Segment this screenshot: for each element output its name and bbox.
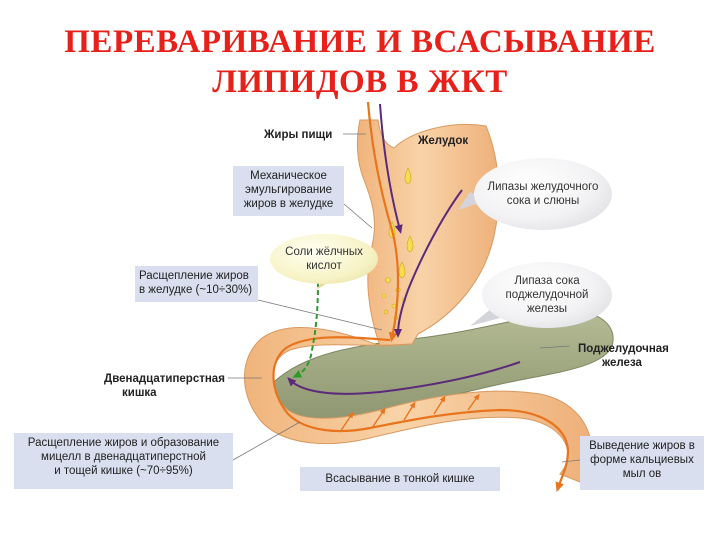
bubble-line: кислот: [306, 260, 342, 272]
bubble-pancreatic-lipase: Липаза сока поджелудочной железы: [482, 262, 612, 328]
bubble-line: Соли жёлчных: [285, 246, 363, 258]
label-duodenum-line1: Двенадцатиперстная: [104, 373, 225, 385]
stomach-shape: [356, 119, 500, 347]
box-stomach-splitting: Расщепление жиров в желудке (~10÷30%): [135, 266, 258, 302]
box-line: форме кальциевых: [590, 454, 694, 466]
box-line: Выведение жиров в: [589, 440, 695, 452]
bubble-line: железы: [526, 303, 568, 315]
box-mechanical-emulsification: Механическое эмульгирование жиров в желу…: [233, 166, 344, 216]
box-line: в желудке (~10÷30%): [139, 284, 253, 296]
box-micelle-formation: Расщепление жиров и образование мицелл в…: [14, 433, 233, 489]
label-duodenum: Двенадцатиперстная: [104, 372, 225, 386]
box-small-intestine-absorption: Всасывание в тонкой кишке: [300, 467, 500, 491]
label-pancreas-line1: Поджелудочная: [578, 343, 669, 355]
box-line: жиров в желудке: [243, 198, 334, 210]
box-line: эмульгирование: [244, 184, 333, 196]
box-line: мыл ов: [622, 468, 662, 480]
pancreatic-lipase-path: [287, 361, 521, 395]
box-line: Механическое: [250, 170, 327, 182]
bubble-text: Липаза сока поджелудочной железы: [506, 274, 589, 316]
box-line: мицелл в двенадцатиперстной: [41, 451, 206, 463]
box-calcium-soap-excretion: Выведение жиров в форме кальциевых мыл о…: [580, 436, 704, 490]
bile-salts-path: [292, 281, 319, 378]
gastric-lipase-path-2: [394, 189, 463, 338]
bubble-line: Липазы желудочного: [487, 181, 599, 193]
bubble-text: Липазы желудочного сока и слюны: [488, 180, 599, 208]
diagram-title-line2: ЛИПИДОВ В ЖКТ: [212, 64, 508, 100]
food-fat-path: [366, 101, 400, 343]
box-line: Расщепление жиров и образование: [27, 437, 220, 449]
diagram-title-line1: ПЕРЕВАРИВАНИЕ И ВСАСЫВАНИЕ: [64, 24, 656, 60]
leader-lines: [228, 133, 581, 463]
label-food-fats: Жиры пищи: [264, 129, 333, 141]
bubble-text: Соли жёлчных кислот: [285, 245, 363, 273]
label-pancreas-2: железа: [602, 356, 642, 370]
box-line: Расщепление жиров: [139, 270, 249, 282]
label-stomach: Желудок: [418, 135, 469, 147]
box-line: Всасывание в тонкой кишке: [325, 473, 475, 485]
bubble-bile-salts: Соли жёлчных кислот: [270, 234, 378, 284]
bubble-line: поджелудочной: [505, 289, 589, 301]
bubble-line: Липаза сока: [514, 275, 580, 287]
label-pancreas: Поджелудочная: [578, 342, 669, 356]
label-duodenum-line2: кишка: [122, 387, 157, 399]
label-duodenum-2: кишка: [122, 386, 157, 400]
bubble-line: сока и слюны: [506, 195, 580, 207]
absorption-arrows: [339, 393, 480, 433]
food-fat-path-duodenum: [272, 336, 570, 493]
bubble-gastric-lipase: Липазы желудочного сока и слюны: [474, 158, 612, 230]
gastric-lipase-path: [379, 103, 403, 234]
gastric-lipase-bubble-tail: [458, 192, 488, 210]
box-line: и тощей кишке (~70÷95%): [54, 465, 193, 477]
label-pancreas-line2: железа: [602, 357, 642, 369]
